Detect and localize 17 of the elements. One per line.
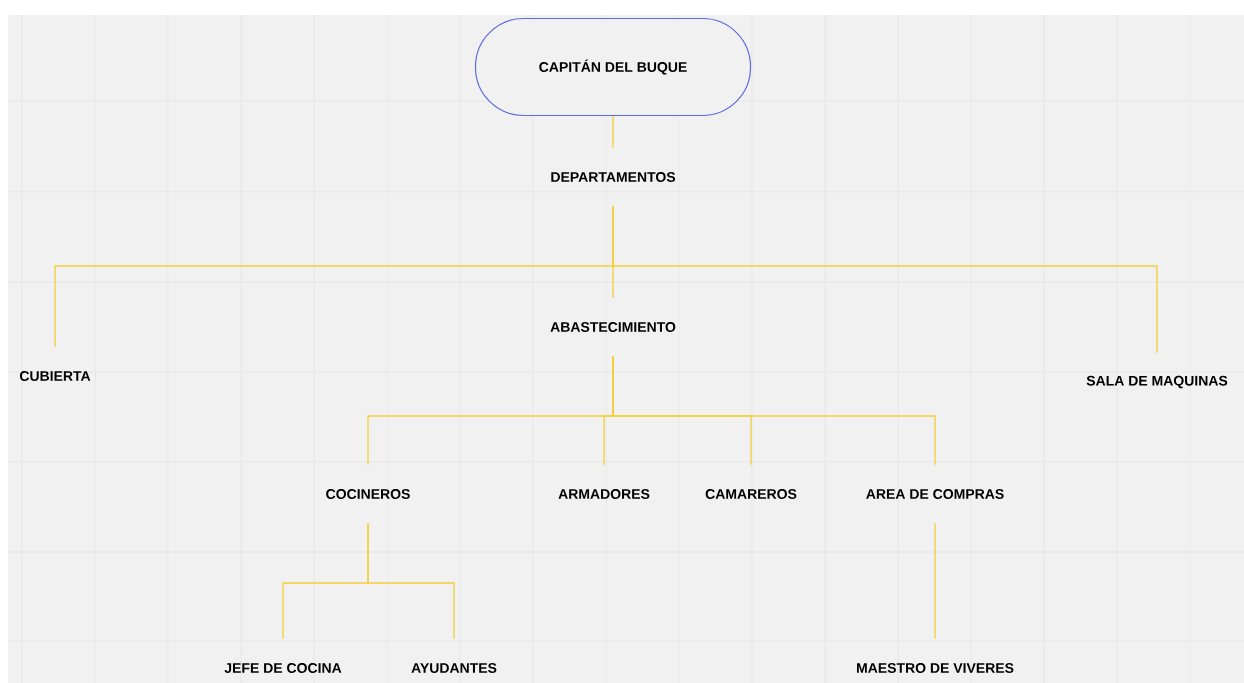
node-label: MAESTRO DE VIVERES [857, 663, 1014, 673]
connector-line [934, 522, 936, 640]
node-label: ABASTECIMIENTO [550, 322, 676, 332]
connector-line [612, 115, 614, 149]
node-label: AREA DE COMPRAS [866, 489, 1004, 499]
node-label: ARMADORES [558, 489, 650, 499]
node-label: AYUDANTES [411, 663, 497, 673]
connector-line [612, 205, 1158, 354]
node-label: JEFE DE COCINA [224, 663, 342, 673]
rounded-box: CAPITÁN DEL BUQUE [474, 17, 752, 117]
node-label: SALA DE MAQUINAS [1086, 375, 1228, 389]
node-label: DEPARTAMENTOS [551, 172, 676, 182]
connector-line [612, 355, 936, 466]
node-label: CAMAREROS [705, 489, 797, 499]
node-label: COCINEROS [326, 489, 410, 499]
connector-line [367, 522, 455, 640]
node-label: CUBIERTA [19, 371, 91, 381]
